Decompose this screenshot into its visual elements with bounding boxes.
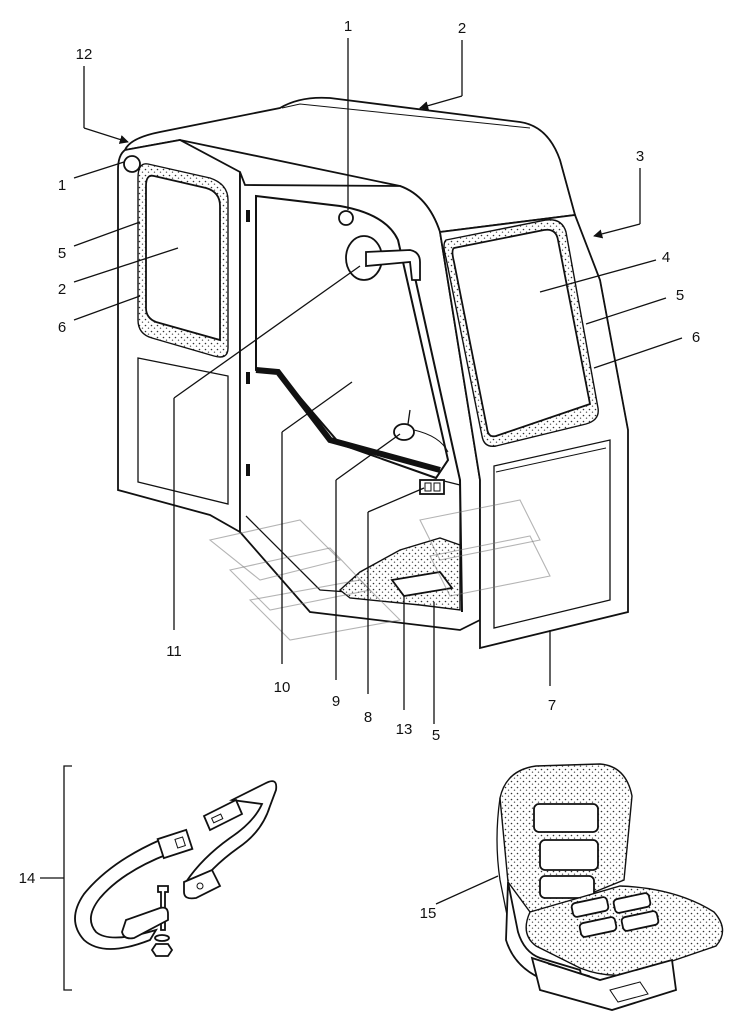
belt-washer	[154, 934, 170, 942]
door-handle-knob	[393, 423, 415, 441]
callout-top-1: 1	[344, 18, 352, 35]
interior-lamp	[338, 210, 354, 226]
seat-cushion-pad-3	[578, 916, 618, 938]
cab-right-lower-panel	[493, 439, 611, 629]
callout-14: 14	[19, 870, 36, 887]
seat-back-pad-3	[539, 875, 595, 899]
callout-8: 8	[364, 709, 372, 726]
cab-switch-button-2	[433, 482, 441, 492]
seat-cushion-pad-2	[612, 892, 652, 914]
leader-left-6	[73, 295, 141, 321]
door-hinge-top	[246, 210, 250, 222]
belt-anchor-hole	[196, 882, 204, 890]
mirror-arm	[365, 249, 421, 281]
leader-left-5	[73, 221, 141, 247]
leader-11-b	[173, 265, 361, 399]
callout-right-3: 3	[636, 148, 644, 165]
seat-back-pad-2	[539, 839, 599, 871]
callout-bottom-5: 5	[432, 727, 440, 744]
seat-backrest	[499, 763, 633, 913]
seat-base	[530, 956, 677, 1011]
callout-11: 11	[166, 643, 182, 660]
door-hinge-mid	[246, 372, 250, 384]
door-handle-stem	[407, 409, 411, 425]
door-hinge-low	[246, 464, 250, 476]
cab-roof-edge	[281, 103, 531, 129]
cab-callouts: 12 1 2 3 1 5 2 6 4 5 6 11 10 9 8 13 5 7	[58, 18, 700, 744]
belt-bracket	[63, 765, 72, 991]
callout-9: 9	[332, 693, 340, 710]
cab-floor-pedal	[390, 571, 454, 597]
seat-base-rail	[547, 963, 591, 977]
roof-lamp	[123, 155, 141, 173]
leader-right-5	[585, 297, 667, 325]
callout-right-5: 5	[676, 287, 684, 304]
cab-right-corner	[559, 159, 629, 431]
callout-10: 10	[274, 679, 291, 696]
cab-door-frame	[239, 171, 481, 631]
leader-15	[435, 875, 499, 905]
seat-back-pad-1	[533, 803, 599, 833]
callout-left-2: 2	[58, 281, 66, 298]
door-handle-cable	[413, 429, 449, 453]
belt-tongue	[202, 798, 244, 832]
callout-left-5: 5	[58, 245, 66, 262]
leader-12-b	[83, 127, 129, 144]
callout-top-2: 2	[458, 20, 466, 37]
leader-right-4	[539, 259, 657, 293]
cab-leader-lines	[73, 38, 683, 724]
watermark-outline	[208, 499, 551, 641]
leader-9-b	[335, 433, 401, 481]
belt-tongue-slot	[210, 813, 224, 824]
callout-left-1: 1	[58, 177, 66, 194]
seat-belt-assembly: 14	[19, 765, 278, 991]
leader-left-2	[73, 247, 179, 283]
leader-10-b	[281, 381, 353, 433]
seat-cushion-pad-1	[570, 896, 610, 918]
leader-right-6	[593, 337, 683, 369]
leader-left-1	[73, 161, 125, 179]
door-handle	[393, 409, 449, 453]
seat-cushion-pad-4	[620, 910, 660, 932]
cab-right-lower-inner	[495, 447, 607, 473]
callout-15: 15	[420, 905, 437, 922]
belt-anchor-left	[121, 906, 169, 940]
belt-strap-left	[74, 838, 170, 950]
callout-right-4: 4	[662, 249, 670, 266]
cab-left-window-glass	[145, 174, 221, 342]
callout-13: 13	[396, 721, 413, 738]
leader-top-2-b	[419, 95, 463, 111]
cab-door-edge	[409, 254, 463, 613]
belt-nut	[150, 943, 174, 957]
cab-door-seal	[255, 367, 441, 473]
cab-right-window-glass	[451, 228, 592, 438]
belt-buckle-button	[174, 836, 186, 849]
callout-right-6: 6	[692, 329, 700, 346]
cab-left-lower-panel	[137, 357, 229, 505]
operator-cab	[117, 96, 629, 650]
callout-12: 12	[76, 46, 93, 63]
seat-base-slot	[609, 981, 649, 1003]
belt-buckle	[156, 828, 194, 860]
belt-strap-right	[184, 780, 278, 892]
cab-switch-button	[424, 482, 432, 492]
operator-seat: 15	[420, 763, 724, 1011]
leader-8-b	[367, 487, 425, 513]
callout-left-6: 6	[58, 319, 66, 336]
leader-3-b	[593, 223, 641, 239]
callout-7: 7	[548, 697, 556, 714]
